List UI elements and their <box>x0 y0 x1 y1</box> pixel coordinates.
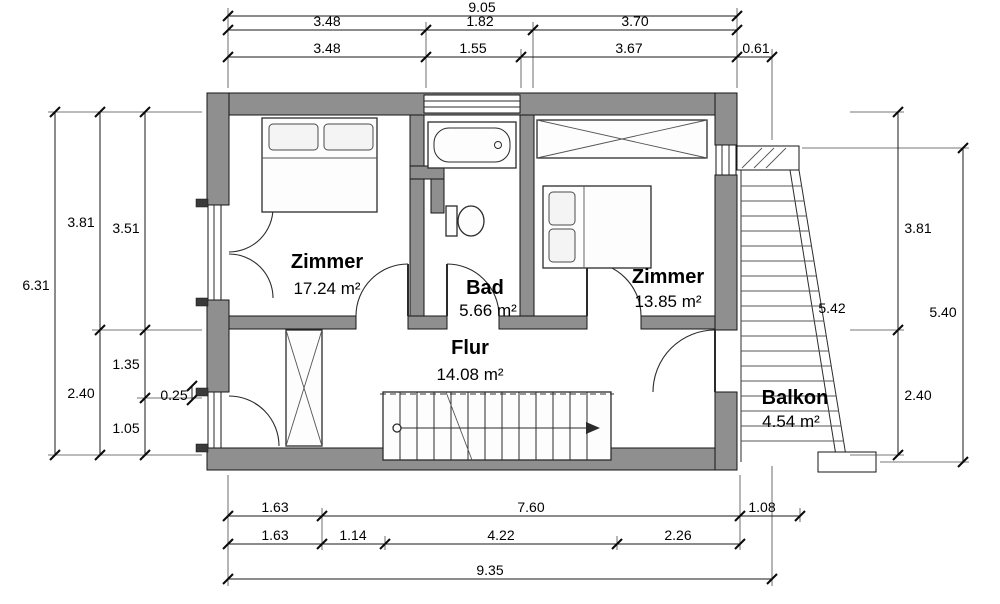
dimension-chain-bottom: 1.63 7.60 1.08 1.63 1.14 4.22 2.26 9.35 <box>222 466 806 586</box>
dim-label: 3.67 <box>615 40 642 56</box>
dim-label: 0.25 <box>160 387 187 403</box>
dim-label: 3.51 <box>112 220 139 236</box>
room-name-balkon: Balkon <box>762 387 829 409</box>
wall-bad-zimmer2 <box>519 114 535 317</box>
wall-flur-seg2 <box>407 315 448 330</box>
dim-label: 1.08 <box>748 499 775 515</box>
jamb-icon <box>195 443 209 453</box>
dim-label: 3.48 <box>313 13 340 29</box>
dim-label: 5.40 <box>929 304 956 320</box>
room-area-zimmer1: 17.24 m² <box>293 279 360 298</box>
dim-label: 0.61 <box>742 40 769 56</box>
bathtub-icon <box>427 121 517 169</box>
dim-label: 9.05 <box>468 0 495 15</box>
dim-label: 2.40 <box>67 385 94 401</box>
wall-right-mid <box>714 174 738 331</box>
wall-flur-seg4 <box>640 315 716 330</box>
room-labels: Zimmer 17.24 m² Bad 5.66 m² Zimmer 13.85… <box>291 251 828 431</box>
wall-flur-seg3 <box>498 315 588 330</box>
dim-label: 1.14 <box>339 527 366 543</box>
dim-label: 1.63 <box>261 527 288 543</box>
jamb-icon <box>195 297 209 307</box>
jamb-icon <box>195 198 209 208</box>
wardrobe-icon <box>536 119 708 159</box>
dim-label: 1.63 <box>261 499 288 515</box>
dim-label-stair-run: 5.42 <box>818 300 845 316</box>
room-area-balkon: 4.54 m² <box>762 412 820 431</box>
wall-zimmer1-bad <box>409 114 425 317</box>
dimension-chain-top: 9.05 3.48 1.82 3.70 3.48 1.55 3.67 0.61 <box>222 0 778 140</box>
wall-left-mid <box>206 299 230 393</box>
dim-label: 4.22 <box>487 527 514 543</box>
balcony-stairs-icon <box>736 145 877 473</box>
dim-label: 3.81 <box>904 220 931 236</box>
dim-label: 3.48 <box>313 40 340 56</box>
room-area-flur: 14.08 m² <box>436 365 503 384</box>
room-area-zimmer2: 13.85 m² <box>634 292 701 311</box>
toilet-icon <box>445 205 485 237</box>
wall-bad-step-h <box>409 165 445 180</box>
wardrobe-icon <box>285 329 323 447</box>
dimension-chain-right: 3.81 2.40 5.40 5.42 <box>802 106 969 468</box>
dim-label: 3.70 <box>621 13 648 29</box>
window-balcony-icon <box>715 144 737 176</box>
wall-right-lower <box>714 391 738 471</box>
dim-label: 2.26 <box>664 527 691 543</box>
door-arc-zimmer1 <box>355 263 409 317</box>
wall-flur-seg1 <box>228 315 357 330</box>
dim-label: 7.60 <box>517 499 544 515</box>
furniture <box>261 117 877 473</box>
room-name-zimmer1: Zimmer <box>291 251 363 273</box>
dim-label: 2.40 <box>904 387 931 403</box>
bed-icon <box>261 117 378 213</box>
dim-label: 1.82 <box>466 13 493 29</box>
dim-label: 1.35 <box>112 356 139 372</box>
window-bad-icon <box>423 94 521 114</box>
dim-label: 3.81 <box>67 214 94 230</box>
dim-label: 1.55 <box>459 40 486 56</box>
door-arc-bad <box>446 263 500 317</box>
bed-icon <box>542 185 652 269</box>
room-area-bad: 5.66 m² <box>459 301 517 320</box>
wall-left-upper <box>206 92 230 206</box>
stair-direction-arrow-icon <box>586 422 600 434</box>
room-name-flur: Flur <box>451 337 489 359</box>
dim-label: 9.35 <box>476 562 503 578</box>
room-name-bad: Bad <box>466 277 504 299</box>
windows <box>195 94 737 453</box>
wall-right-upper <box>714 92 738 146</box>
dim-label: 1.05 <box>112 420 139 436</box>
jamb-icon <box>195 387 209 397</box>
staircase-icon <box>380 391 614 461</box>
wall-bad-step-v <box>430 178 445 214</box>
room-name-zimmer2: Zimmer <box>632 266 704 288</box>
dim-label: 6.31 <box>22 277 49 293</box>
dimension-chain-left: 6.31 3.81 2.40 3.51 1.35 1.05 0.25 <box>22 106 202 461</box>
door-arc-balkon <box>652 329 716 393</box>
